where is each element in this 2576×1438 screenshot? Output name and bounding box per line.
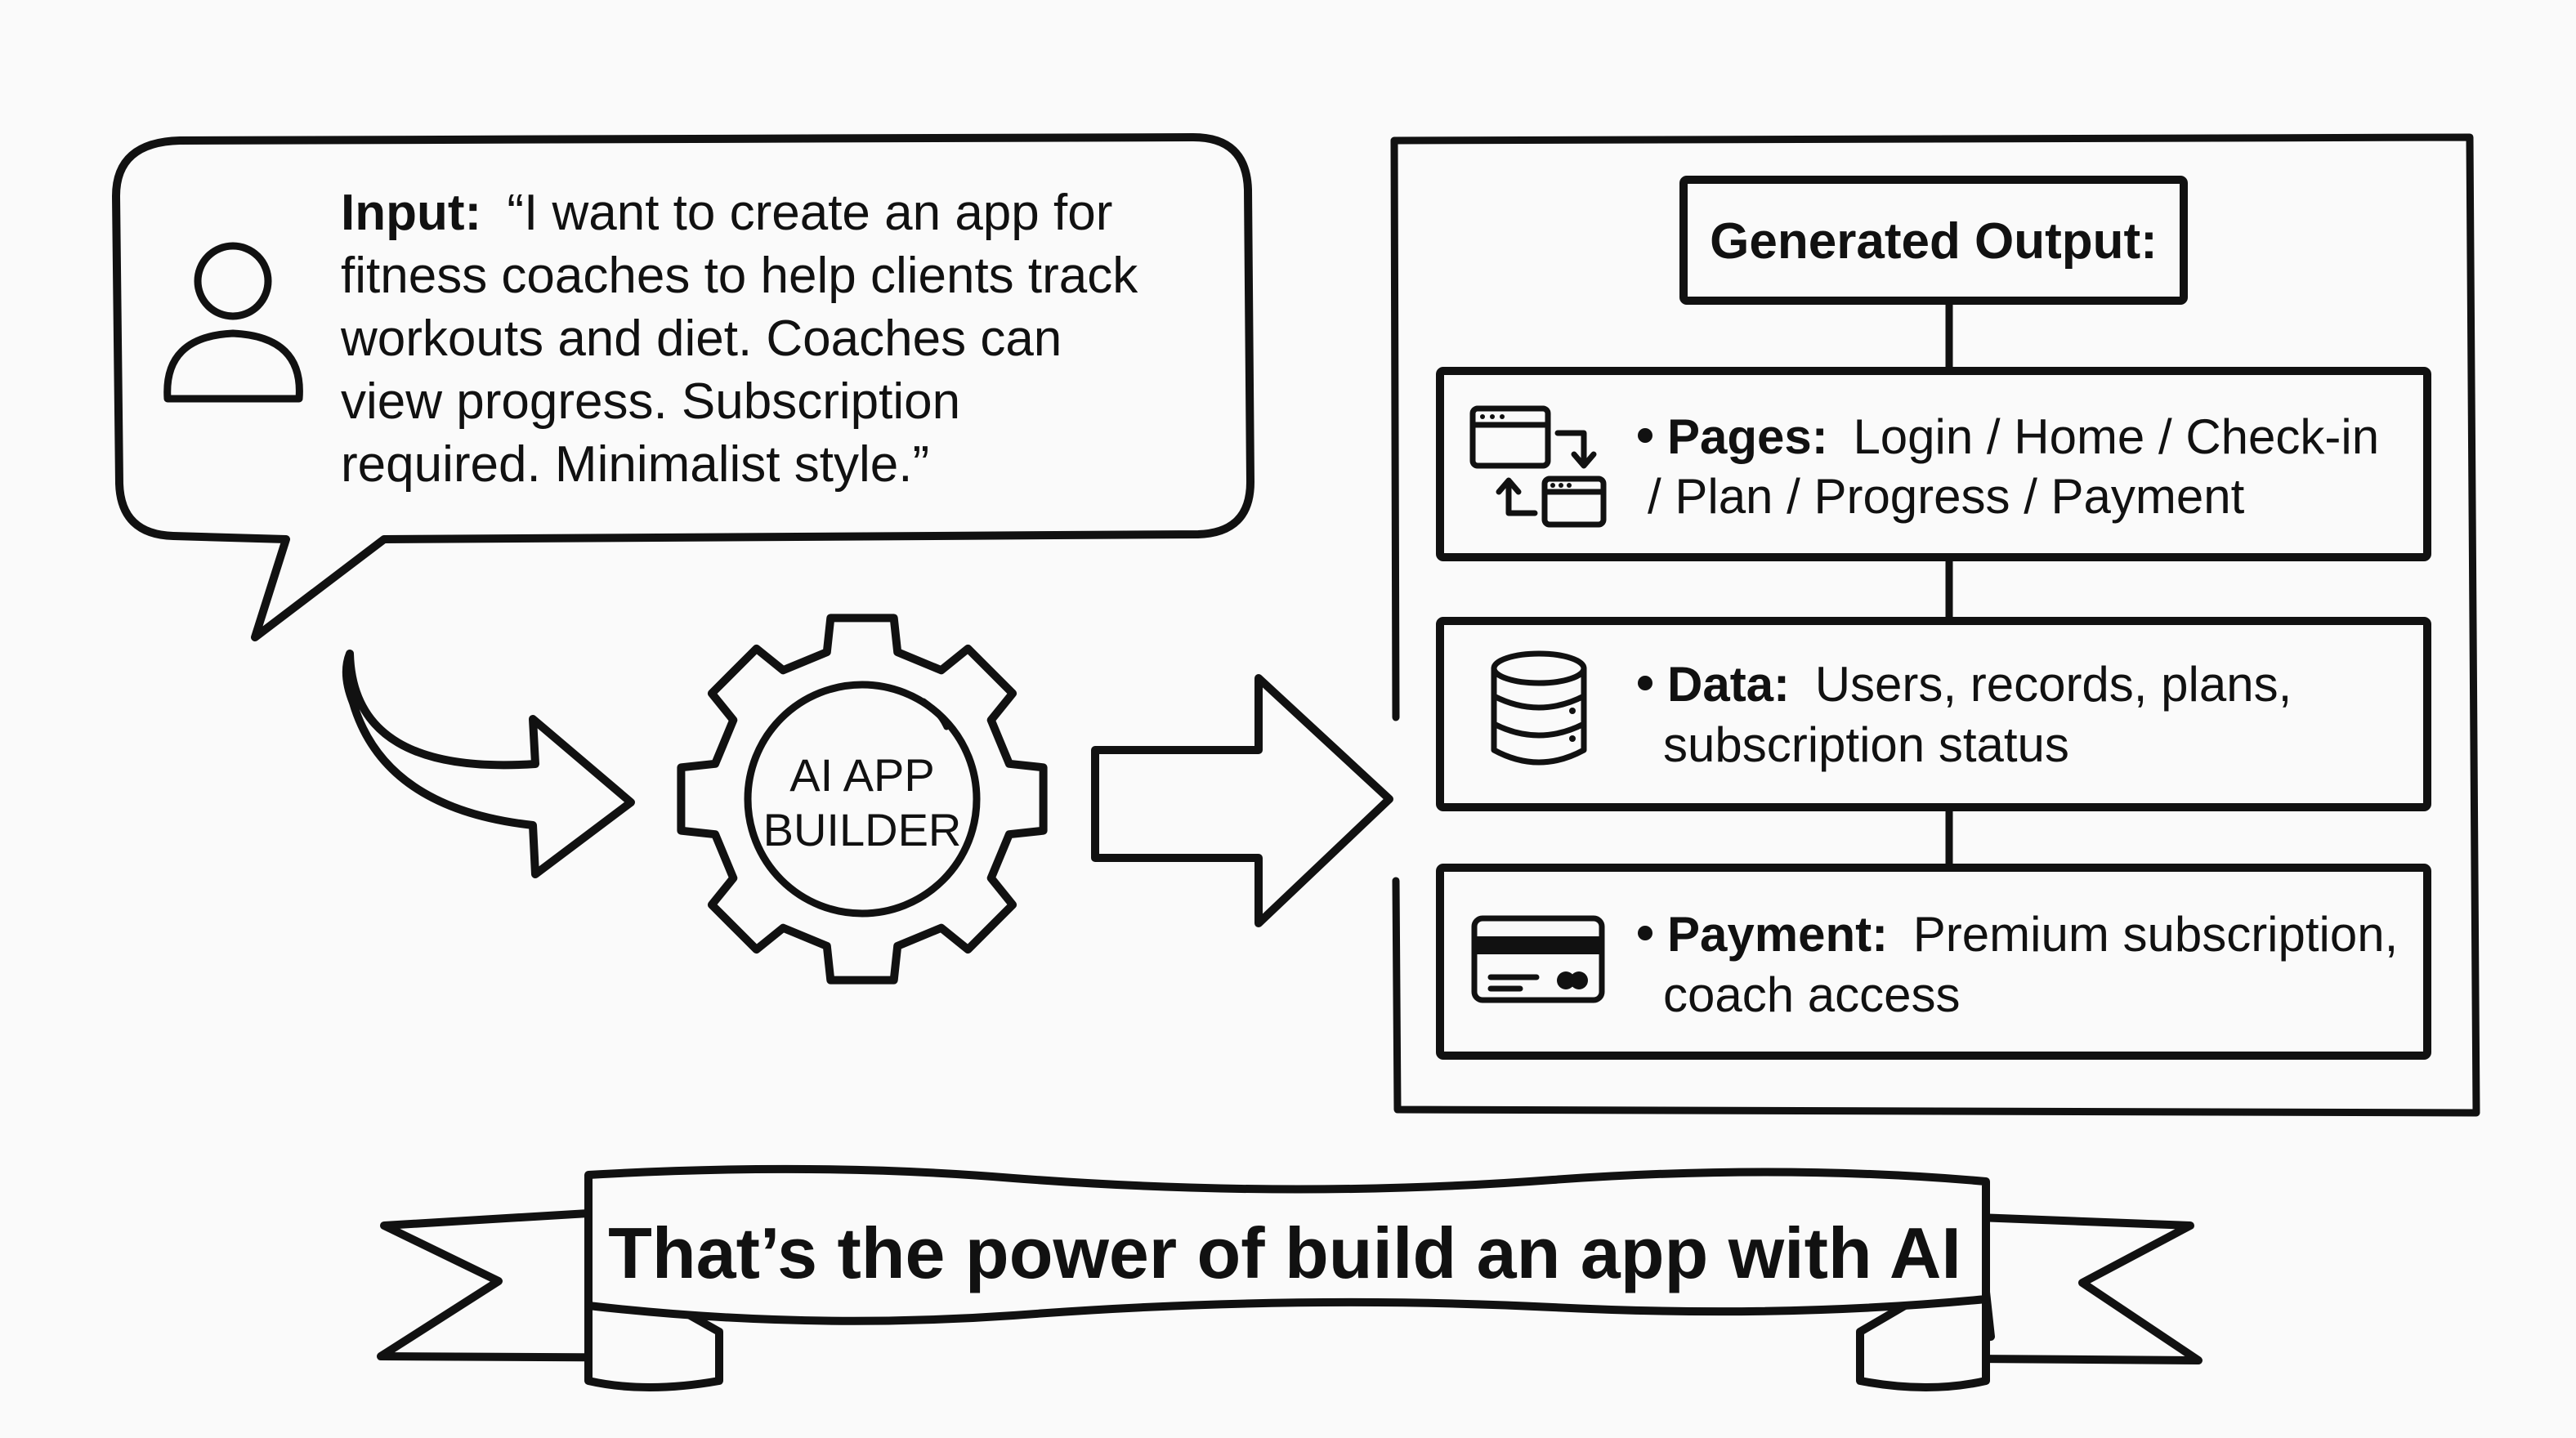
payment-label: Payment: [1667, 907, 1888, 962]
pages-value-1: Login / Home / Check-in [1853, 409, 2379, 464]
payment-line-1: Payment: Premium subscription, [1667, 907, 2398, 962]
data-value-1: Users, records, plans, [1815, 657, 2292, 712]
bullet-dot [1638, 428, 1652, 443]
input-text-line-4: view progress. Subscription [341, 373, 960, 430]
input-speech-bubble: Input: “I want to create an app for fitn… [112, 133, 1254, 641]
pages-flow-icon [1469, 405, 1607, 528]
output-heading-box: Generated Output: [1679, 176, 2188, 305]
pages-line-2: / Plan / Progress / Payment [1648, 469, 2245, 524]
pages-line-1: Pages: Login / Home / Check-in [1667, 409, 2379, 464]
output-item-pages: Pages: Login / Home / Check-in / Plan / … [1436, 367, 2431, 561]
database-icon [1491, 650, 1587, 766]
generated-output-panel: Generated Output: [1390, 133, 2480, 1117]
gear-icon [677, 614, 1048, 985]
input-label: Input: [341, 185, 481, 241]
gear-label-line-2: BUILDER [763, 804, 962, 855]
data-line-1: Data: Users, records, plans, [1667, 657, 2292, 712]
ai-app-builder-gear: AI APP BUILDER [677, 614, 1048, 985]
ribbon-banner: That’s the power of build an app with AI [377, 1164, 2203, 1391]
bullet-dot [1638, 926, 1652, 940]
payment-line-2: coach access [1663, 967, 1961, 1022]
input-text-line-1: Input: “I want to create an app for [341, 185, 1112, 241]
output-item-payment: Payment: Premium subscription, coach acc… [1436, 864, 2431, 1060]
output-heading: Generated Output: [1710, 213, 2158, 270]
curved-arrow-icon [342, 650, 635, 878]
bullet-dot [1638, 676, 1652, 690]
output-item-data: Data: Users, records, plans, subscriptio… [1436, 617, 2431, 811]
input-text-line-3: workouts and diet. Coaches can [340, 310, 1062, 367]
input-text-line-2: fitness coaches to help clients track [341, 248, 1138, 304]
banner-text: That’s the power of build an app with AI [608, 1212, 1961, 1293]
data-line-2: subscription status [1663, 717, 2069, 772]
credit-card-icon [1471, 915, 1605, 1003]
pages-label: Pages: [1667, 409, 1828, 464]
user-icon [163, 242, 303, 403]
payment-value-1: Premium subscription, [1913, 907, 2399, 962]
input-text-line-5: required. Minimalist style.” [341, 436, 929, 493]
input-quote-line-1: “I want to create an app for [507, 185, 1112, 241]
right-arrow-icon [1091, 674, 1393, 927]
data-label: Data: [1667, 657, 1790, 712]
gear-label-line-1: AI APP [789, 749, 934, 801]
